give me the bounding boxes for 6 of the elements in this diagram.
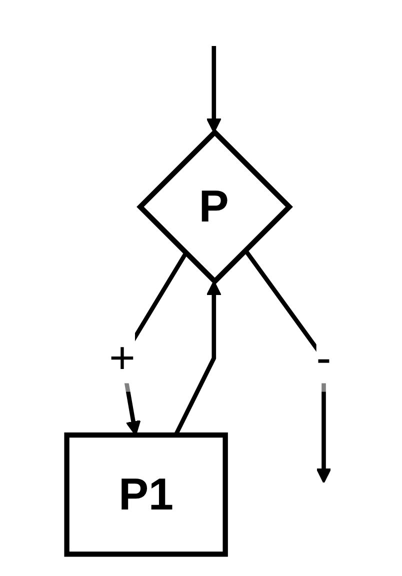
edge-label: + [108,331,136,384]
edge-label: - [316,331,331,384]
node-box [64,432,228,557]
flowchart: + - P P1 [52,8,350,568]
node-diamond [136,128,293,286]
arrow [206,46,222,133]
